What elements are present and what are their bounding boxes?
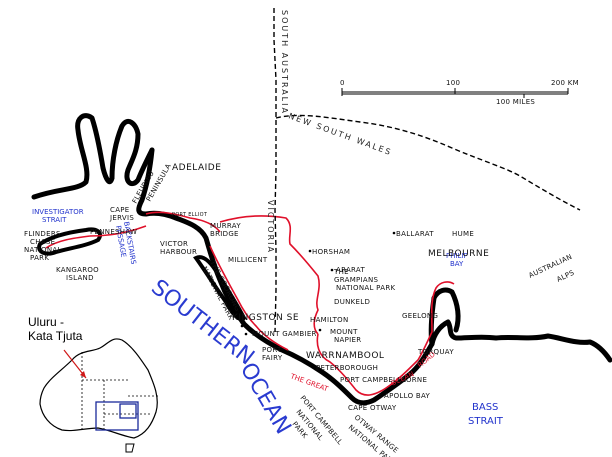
bass-strait-line1: BASS bbox=[472, 402, 498, 413]
inset-tasmania bbox=[125, 443, 135, 453]
port-fairy-2: FAIRY bbox=[262, 354, 283, 362]
label-millicent: MILLICENT bbox=[228, 256, 268, 264]
flinders-chase-3: NATIONAL bbox=[24, 246, 62, 254]
kangaroo-island-2: ISLAND bbox=[66, 274, 94, 282]
label-horsham: HORSHAM bbox=[312, 248, 350, 256]
philip-bay-line2: BAY bbox=[450, 260, 464, 268]
coorong-lagoon bbox=[193, 255, 247, 321]
state-borders bbox=[273, 8, 581, 333]
label-ballarat: BALLARAT bbox=[396, 230, 434, 238]
label-dunkeld: DUNKELD bbox=[334, 298, 370, 306]
scale-tick-200km: 200 KM bbox=[551, 79, 579, 87]
label-port-elliot: PORT ELLIOT bbox=[172, 212, 208, 218]
label-port-campbell: PORT CAMPBELL bbox=[340, 376, 401, 384]
scale-tick-0: 0 bbox=[340, 79, 345, 87]
label-apollo-bay: APOLLO BAY bbox=[384, 392, 431, 400]
cape-jervis-2: JERVIS bbox=[109, 214, 134, 222]
flinders-chase-2: CHASE bbox=[30, 238, 55, 246]
flinders-chase-4: PARK bbox=[30, 254, 49, 262]
murray-bridge-2: BRIDGE bbox=[210, 230, 239, 238]
tourist-route bbox=[45, 211, 455, 396]
label-hume: HUME bbox=[452, 230, 474, 238]
scale-miles-label: 100 MILES bbox=[496, 98, 535, 106]
cape-jervis-1: CAPE bbox=[110, 206, 130, 214]
label-kingston-se: KINGSTON SE bbox=[232, 313, 299, 323]
label-warrnambool: WARRNAMBOOL bbox=[306, 351, 384, 361]
label-torquay: TORQUAY bbox=[417, 348, 454, 356]
label-hamilton: HAMILTON bbox=[310, 316, 349, 324]
inset-label-line1: Uluru - bbox=[28, 315, 64, 329]
label-ararat: ARARAT bbox=[336, 266, 365, 274]
investigator-strait-line1: INVESTIGATOR bbox=[32, 208, 84, 216]
mount-napier-1: MOUNT bbox=[330, 328, 358, 336]
label-adelaide: ADELAIDE bbox=[172, 163, 221, 173]
label-lorne: LORNE bbox=[402, 376, 427, 384]
inset-highlight-box bbox=[95, 401, 139, 431]
flinders-chase-1: FLINDERS bbox=[24, 230, 61, 238]
state-nsw: NEW SOUTH WALES bbox=[287, 111, 393, 157]
label-geelong: GEELONG bbox=[402, 312, 438, 320]
mount-napier-2: NAPIER bbox=[334, 336, 361, 344]
kangaroo-island bbox=[37, 227, 103, 256]
scale-tick-100: 100 bbox=[446, 79, 460, 87]
ocean-label: OCEAN bbox=[235, 359, 296, 439]
label-melbourne: MELBOURNE bbox=[428, 249, 489, 259]
bass-strait-line2: STRAIT bbox=[468, 416, 504, 427]
inset-label-line2: Kata Tjuta bbox=[28, 329, 83, 343]
victor-harbour-2: HARBOUR bbox=[160, 248, 197, 256]
grampians-3: NATIONAL PARK bbox=[336, 284, 396, 292]
australian-alps-2: ALPS bbox=[555, 269, 575, 284]
inset-australia bbox=[39, 338, 158, 453]
inset-state-lines bbox=[81, 352, 158, 430]
inset-small-box bbox=[119, 403, 137, 419]
port-fairy-1: PORT bbox=[262, 346, 282, 354]
victor-harbour-1: VICTOR bbox=[160, 240, 188, 248]
grampians-2: GRAMPIANS bbox=[334, 276, 379, 284]
inset-australia-outline bbox=[39, 338, 158, 439]
investigator-strait-line2: STRAIT bbox=[42, 216, 67, 224]
label-cape-otway: CAPE OTWAY bbox=[348, 404, 397, 412]
state-south-australia: SOUTH AUSTRALIA bbox=[280, 10, 289, 115]
philip-bay-line1: PHILIP bbox=[446, 252, 468, 260]
label-penneshaw: PENNESHAW bbox=[90, 228, 137, 236]
grampians-1: THE bbox=[333, 268, 349, 276]
kangaroo-island-1: KANGAROO bbox=[56, 266, 99, 274]
scale-bar bbox=[341, 88, 569, 98]
murray-bridge-1: MURRAY bbox=[210, 222, 241, 230]
state-victoria: VICTORIA bbox=[266, 200, 275, 254]
label-peterborough: PETERBOROUGH bbox=[316, 364, 378, 372]
label-mount-gambier: MOUNT GAMBIER bbox=[252, 330, 317, 338]
town-dots bbox=[240, 231, 396, 336]
